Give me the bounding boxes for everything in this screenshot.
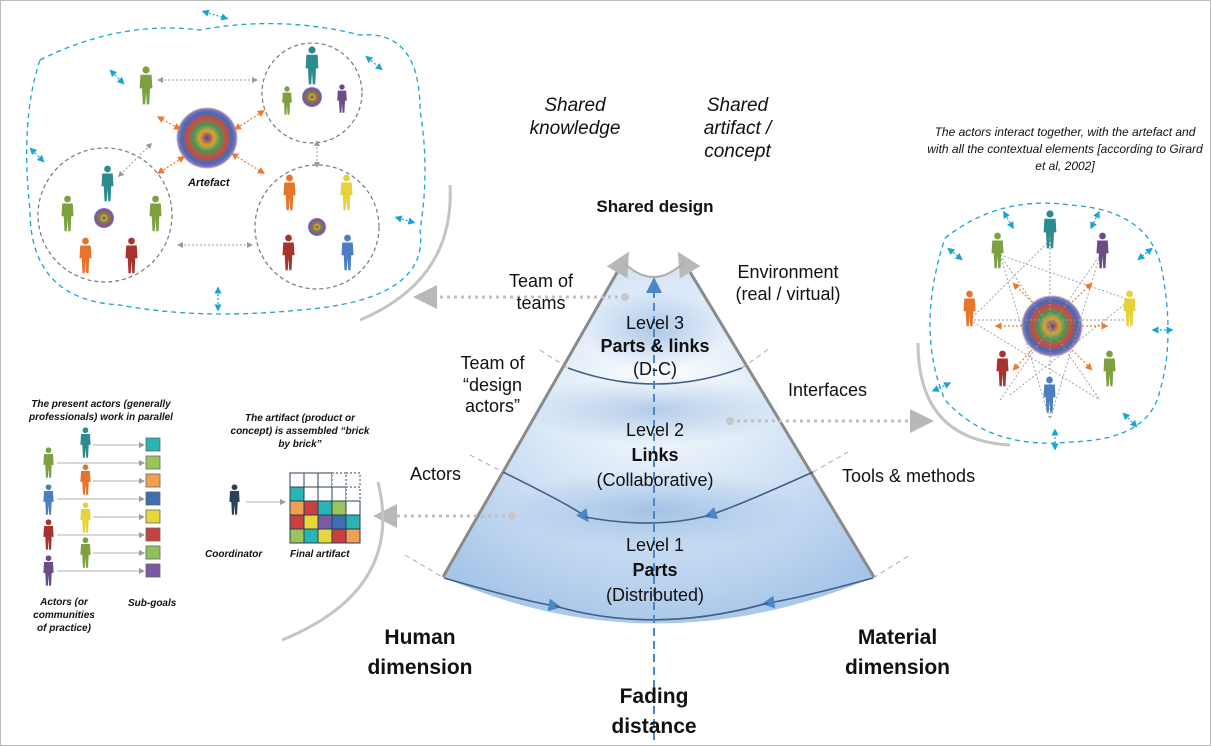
- level-3-title: Parts & links: [600, 336, 710, 356]
- team-of-design-actors-label: Team of “design actors”: [460, 353, 525, 417]
- artifact-note: The artifact (product or concept) is ass…: [230, 413, 370, 450]
- coordinator-label: Coordinator: [205, 549, 263, 560]
- fading-distance-label: Fading distance: [611, 685, 697, 738]
- connector-arrows: [373, 285, 934, 528]
- artefact-label: Artefact: [188, 177, 230, 189]
- level-2-title: Links: [631, 445, 679, 465]
- actors-legend-label: Actors (or communities of practice): [33, 597, 95, 634]
- human-dimension-label: Human dimension: [367, 626, 473, 679]
- final-artifact-grid: [289, 472, 361, 544]
- shared-design-label: Shared design: [596, 197, 714, 216]
- final-artifact-label: Final artifact: [290, 549, 350, 560]
- level-1-title: Parts: [632, 560, 678, 580]
- environment-label: Environment (real / virtual): [735, 262, 841, 304]
- present-actors-note: The present actors (generally profession…: [29, 399, 173, 423]
- shared-artifact-label: Shared artifact / concept: [703, 95, 772, 162]
- level-2-name: Level 2: [625, 420, 685, 440]
- level-2-mode: (Collaborative): [596, 470, 714, 490]
- level-2-block: Level 2 Links (Collaborative): [565, 418, 745, 493]
- level-1-block: Level 1 Parts (Distributed): [565, 533, 745, 608]
- team-of-teams-label: Team of teams: [508, 271, 574, 313]
- environment-caption: The actors interact together, with the a…: [927, 125, 1203, 173]
- level-3-block: Level 3 Parts & links (D-C): [575, 312, 735, 381]
- team-of-teams-panel: [26, 9, 452, 322]
- distributed-panel: [43, 427, 385, 642]
- interfaces-label: Interfaces: [788, 380, 868, 400]
- level-3-mode: (D-C): [633, 359, 677, 379]
- actors-label: Actors: [410, 464, 462, 484]
- level-1-name: Level 1: [625, 535, 685, 555]
- level-1-mode: (Distributed): [605, 585, 705, 605]
- material-dimension-label: Material dimension: [844, 626, 950, 679]
- tools-methods-label: Tools & methods: [842, 466, 976, 486]
- shared-knowledge-label: Shared knowledge: [529, 95, 621, 139]
- sub-goals-label: Sub-goals: [128, 598, 177, 609]
- cone: [404, 251, 911, 740]
- level-3-name: Level 3: [625, 313, 685, 333]
- environment-panel: [916, 202, 1174, 451]
